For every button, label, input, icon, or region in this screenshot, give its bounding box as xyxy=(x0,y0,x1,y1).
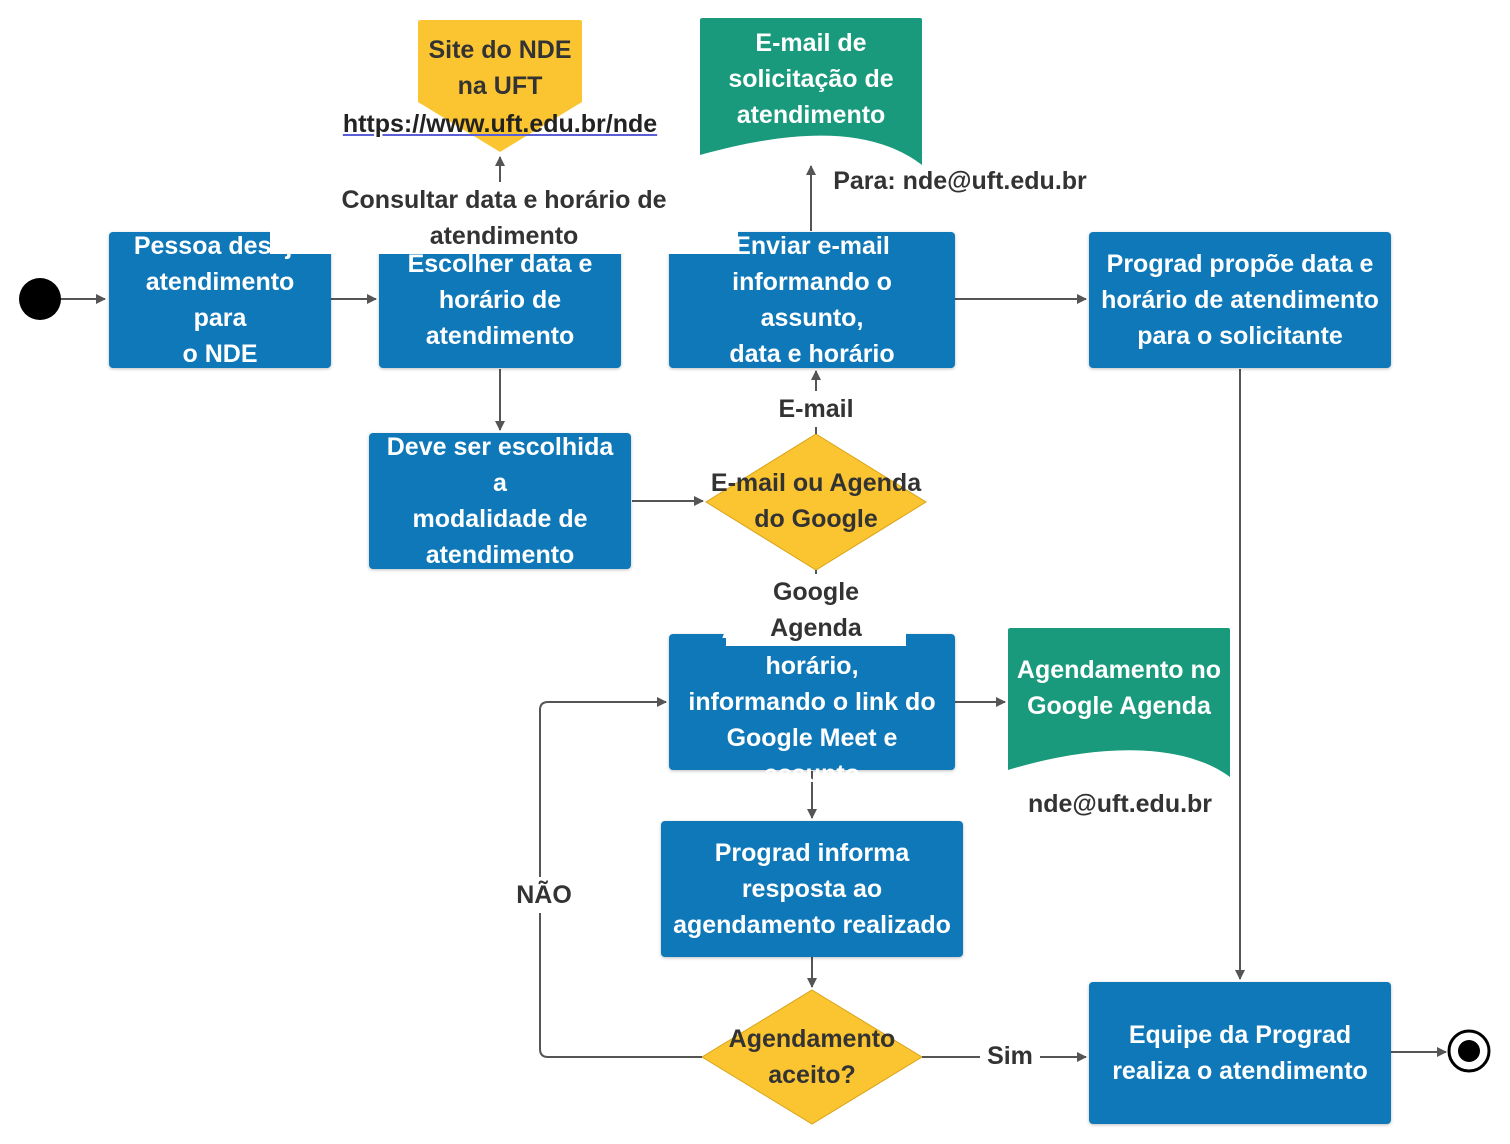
node-enviar: Enviar e-mail informando o assunto, data… xyxy=(669,232,955,368)
node-equipe: Equipe da Prograd realiza o atendimento xyxy=(1089,982,1391,1124)
agenda-document-title: Agendamento no Google Agenda xyxy=(1016,656,1222,720)
edge-label-email: E-mail xyxy=(770,391,862,427)
email-document-shape xyxy=(700,18,922,165)
agenda-document-shape xyxy=(1008,628,1230,777)
decision-accepted-shape xyxy=(701,989,923,1125)
site-document-title: Site do NDE na UFT xyxy=(428,36,572,100)
agenda-document-caption: nde@uft.edu.br xyxy=(1027,790,1213,818)
node-escolher: Escolher data e horário de atendimento xyxy=(379,232,621,368)
start-node xyxy=(19,278,61,320)
edge-label-consultar: Consultar data e horário de atendimento xyxy=(270,182,738,254)
email-document-caption: Para: nde@uft.edu.br xyxy=(833,167,1087,195)
end-node xyxy=(1447,1029,1491,1073)
node-prograd-informa: Prograd informa resposta ao agendamento … xyxy=(661,821,963,957)
edge-label-nao: NÃO xyxy=(508,877,580,913)
site-document-shape xyxy=(418,20,582,152)
site-document-link[interactable]: https://www.uft.edu.br/nde xyxy=(342,110,658,138)
node-agendar: Agendar data e horário, informando o lin… xyxy=(669,616,955,788)
decision-email-or-agenda-label: E-mail ou Agenda do Google xyxy=(710,469,922,533)
decision-accepted-label: Agendamento aceito? xyxy=(728,1025,896,1089)
edge-label-google-agenda: Google Agenda xyxy=(726,574,906,646)
email-document-title: E-mail de solicitação de atendimento xyxy=(728,29,894,129)
node-deve: Deve ser escolhida a modalidade de atend… xyxy=(369,433,631,569)
node-prograd-propoe: Prograd propõe data e horário de atendim… xyxy=(1089,232,1391,368)
edge-label-sim: Sim xyxy=(980,1038,1040,1074)
